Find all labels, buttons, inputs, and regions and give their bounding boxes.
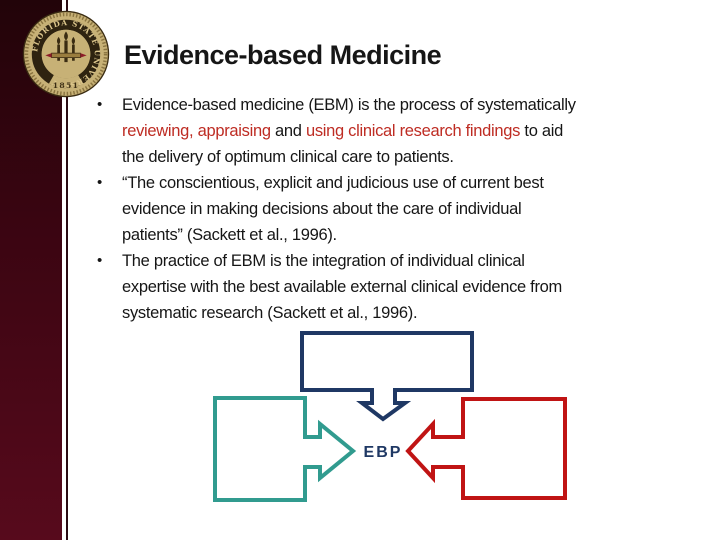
bullet-item: • “The conscientious, explicit and judic… [97,170,576,248]
university-seal: FLORIDA STATE UNIVERSITY 1851 [22,10,110,98]
bullet-text: “The conscientious, explicit and judicio… [122,174,544,244]
seal-year: 1851 [53,81,80,90]
bullet-item: • Evidence-based medicine (EBM) is the p… [97,92,576,170]
right-box-left-arrow [405,397,567,500]
top-box-down-arrow [300,331,474,422]
seal-torches-icon [45,31,87,63]
bullet-text: The practice of EBM is the integration o… [122,252,562,322]
bullet-marker: • [97,174,103,191]
ebp-label: EBP [364,444,403,461]
bullet-marker: • [97,252,103,269]
left-box-right-arrow [213,396,357,502]
bullet-text: Evidence-based medicine (EBM) is the pro… [122,96,576,166]
seal-serrated-rim [24,12,108,96]
bullet-marker: • [97,96,103,113]
bullet-list: • Evidence-based medicine (EBM) is the p… [97,92,576,326]
page-title: Evidence-based Medicine [124,40,442,70]
sidebar-divider-line [66,0,68,540]
seal-bottom-arc [48,74,84,89]
bullet-item: • The practice of EBM is the integration… [97,248,576,326]
